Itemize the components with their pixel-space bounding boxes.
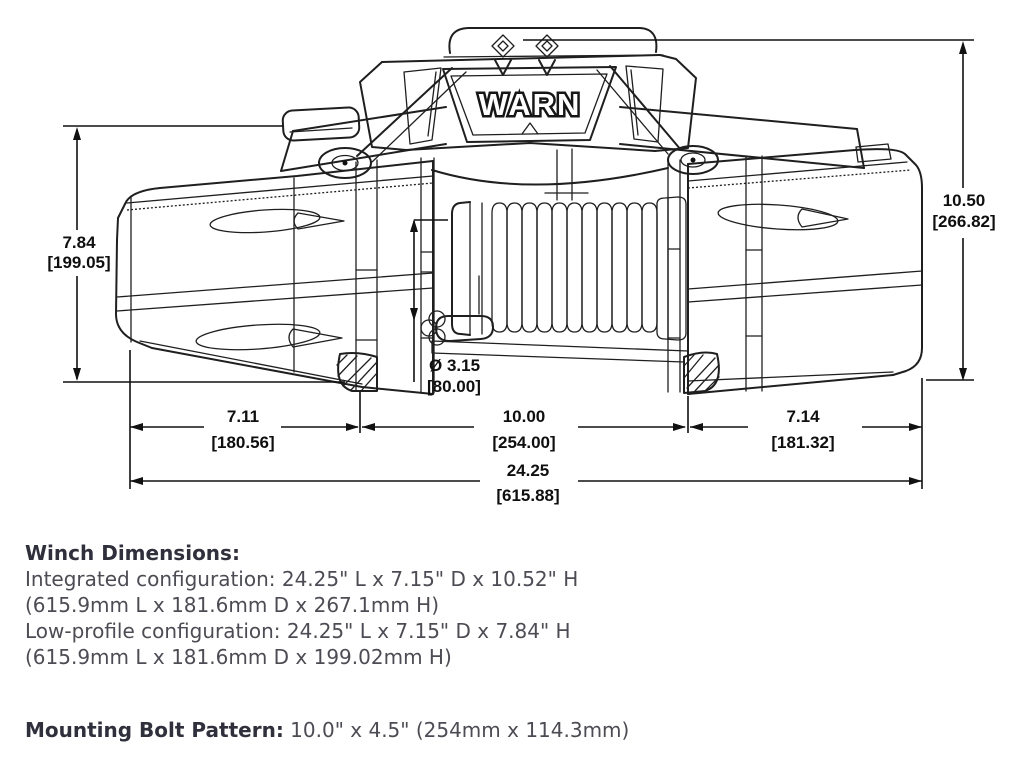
rope-coils bbox=[491, 202, 658, 333]
right-gear-housing bbox=[667, 148, 923, 395]
dim-height-overall-in: 10.50 bbox=[943, 191, 986, 210]
left-foot bbox=[336, 352, 378, 392]
spec-line-integrated-mm: (615.9mm L x 181.6mm D x 267.1mm H) bbox=[25, 593, 440, 617]
dim-bolt-center-in: 10.00 bbox=[503, 407, 546, 426]
dim-bolt-right-mm: [181.32] bbox=[771, 433, 834, 452]
warn-logo-plate: WARN bbox=[442, 66, 617, 143]
dimension-bolt-right: 7.14 [181.32] bbox=[690, 407, 922, 452]
dimension-annotations: 7.84 [199.05] 10.50 [266.82] Ø 3.15 [80.… bbox=[47, 39, 996, 505]
mounting-bolt-pattern-value: 10.0" x 4.5" (254mm x 114.3mm) bbox=[283, 718, 630, 742]
mounting-feet bbox=[336, 351, 720, 394]
spec-line-low-profile-mm: (615.9mm L x 181.6mm D x 199.02mm H) bbox=[25, 645, 452, 669]
dim-bolt-left-mm: [180.56] bbox=[211, 433, 274, 452]
dimension-height-low: 7.84 [199.05] bbox=[47, 125, 345, 383]
dimension-overall-length: 24.25 [615.88] bbox=[130, 461, 922, 505]
dim-height-low-mm: [199.05] bbox=[47, 253, 110, 272]
bolt-icon bbox=[491, 34, 515, 76]
dim-drum-diameter-in: Ø 3.15 bbox=[429, 356, 480, 375]
dim-bolt-center-mm: [254.00] bbox=[492, 433, 555, 452]
warn-logo: WARN bbox=[479, 87, 582, 122]
dim-bolt-right-in: 7.14 bbox=[786, 407, 820, 426]
bolt-icon bbox=[535, 34, 559, 76]
dim-drum-diameter-mm: [80.00] bbox=[427, 377, 481, 396]
winch-dimensions-heading: Winch Dimensions: bbox=[25, 541, 240, 565]
clutch-lever bbox=[281, 106, 361, 142]
crossbar bbox=[280, 65, 892, 186]
winch-dimension-drawing: WARN bbox=[47, 27, 996, 505]
spec-line-low-profile: Low-profile configuration: 24.25" L x 7.… bbox=[25, 619, 571, 643]
dimension-bolt-left: 7.11 [180.56] bbox=[130, 407, 359, 452]
mounting-bolt-pattern-heading: Mounting Bolt Pattern: bbox=[25, 718, 284, 742]
spec-line-integrated: Integrated configuration: 24.25" L x 7.1… bbox=[25, 567, 579, 591]
winch-dimensions-specs: Winch Dimensions: Integrated configurati… bbox=[25, 540, 745, 670]
dim-height-low-in: 7.84 bbox=[62, 233, 96, 252]
dimension-height-overall: 10.50 [266.82] bbox=[523, 39, 996, 381]
rope-drum bbox=[420, 148, 689, 363]
left-motor-housing bbox=[115, 157, 435, 395]
dimension-bolt-center: 10.00 [254.00] bbox=[362, 407, 686, 452]
dim-height-overall-mm: [266.82] bbox=[932, 212, 995, 231]
dim-overall-length-in: 24.25 bbox=[507, 461, 550, 480]
rope-end bbox=[420, 275, 494, 346]
winch-line-art: WARN bbox=[115, 27, 923, 395]
mounting-bolt-pattern: Mounting Bolt Pattern: 10.0" x 4.5" (254… bbox=[25, 718, 629, 742]
dim-overall-length-mm: [615.88] bbox=[496, 486, 559, 505]
right-foot bbox=[683, 351, 720, 394]
dim-bolt-left-in: 7.11 bbox=[227, 407, 259, 426]
dimension-drum-diameter: Ø 3.15 [80.00] bbox=[410, 219, 481, 396]
control-box: WARN bbox=[359, 27, 697, 152]
